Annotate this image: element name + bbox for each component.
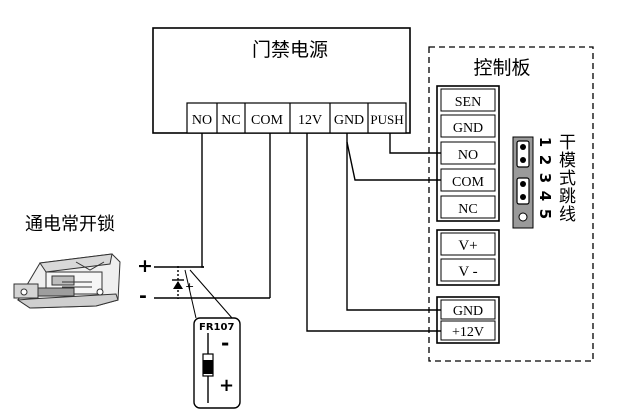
control-board-terminal-group-2: V+ V - [436, 229, 500, 286]
board-terminal-gnd-2: GND [453, 304, 483, 319]
lock-illustration [13, 253, 121, 309]
terminal-push-label: PUSH [370, 112, 403, 127]
wire-no-to-lock-plus [201, 133, 204, 268]
board-terminal-12v: +12V [452, 325, 484, 340]
power-supply-unit: 门禁电源 NO NC COM 12V GND PUSH [152, 27, 411, 134]
terminal-com-label: COM [251, 113, 283, 128]
board-terminal-nc: NC [458, 202, 477, 217]
jumper-pin-3: 3 [536, 173, 554, 183]
lock-label: 通电常开锁 [25, 214, 115, 235]
board-terminal-v-minus: V - [458, 264, 477, 280]
wire-push-to-board-no [389, 133, 441, 154]
diode-symbol-plus: + [185, 280, 194, 293]
diode-plus-sign: + [219, 375, 234, 396]
lock-minus-sign: - [139, 285, 147, 307]
board-terminal-sen: SEN [455, 95, 481, 110]
dry-mode-jumper [512, 136, 534, 229]
lock-plus-sign: + [137, 255, 153, 277]
terminal-no-label: NO [192, 113, 212, 128]
control-board-title: 控制板 [473, 57, 530, 79]
jumper-pin-4: 4 [536, 191, 554, 201]
diode-model-label: FR107 [199, 322, 234, 333]
control-board-terminal-group-3: GND +12V [436, 296, 500, 344]
jumper-pin-numbers: 1 2 3 4 5 [536, 137, 554, 219]
wire-gnd-to-board-com [346, 141, 441, 181]
electric-lock: 通电常开锁 + - [13, 214, 153, 309]
power-supply-terminals: NO NC COM 12V GND PUSH [186, 102, 407, 134]
control-board-terminal-group-1: SEN GND NO COM NC [436, 85, 500, 222]
jumper-pin-1: 1 [536, 137, 554, 147]
board-terminal-v-plus: V+ [458, 238, 477, 254]
flyback-diode: + FR107 - + [154, 266, 270, 409]
board-terminal-gnd-1: GND [453, 121, 483, 136]
power-supply-title: 门禁电源 [252, 39, 328, 61]
terminal-12v-label: 12V [298, 113, 322, 128]
control-board: 控制板 SEN GND NO COM NC V+ V - [428, 46, 594, 362]
jumper-pin-2: 2 [536, 155, 554, 165]
terminal-gnd-label: GND [334, 113, 364, 128]
jumper-pin-5: 5 [536, 209, 554, 219]
wire-gnd-to-board [346, 133, 441, 311]
wiring [201, 133, 441, 332]
jumper-mode-label: 干模式跳线 [555, 133, 576, 223]
diode-minus-sign: - [221, 331, 229, 355]
board-terminal-no: NO [458, 148, 478, 163]
board-terminal-com: COM [452, 175, 484, 190]
wire-12v-to-board [306, 133, 441, 332]
terminal-nc-label: NC [221, 113, 240, 128]
